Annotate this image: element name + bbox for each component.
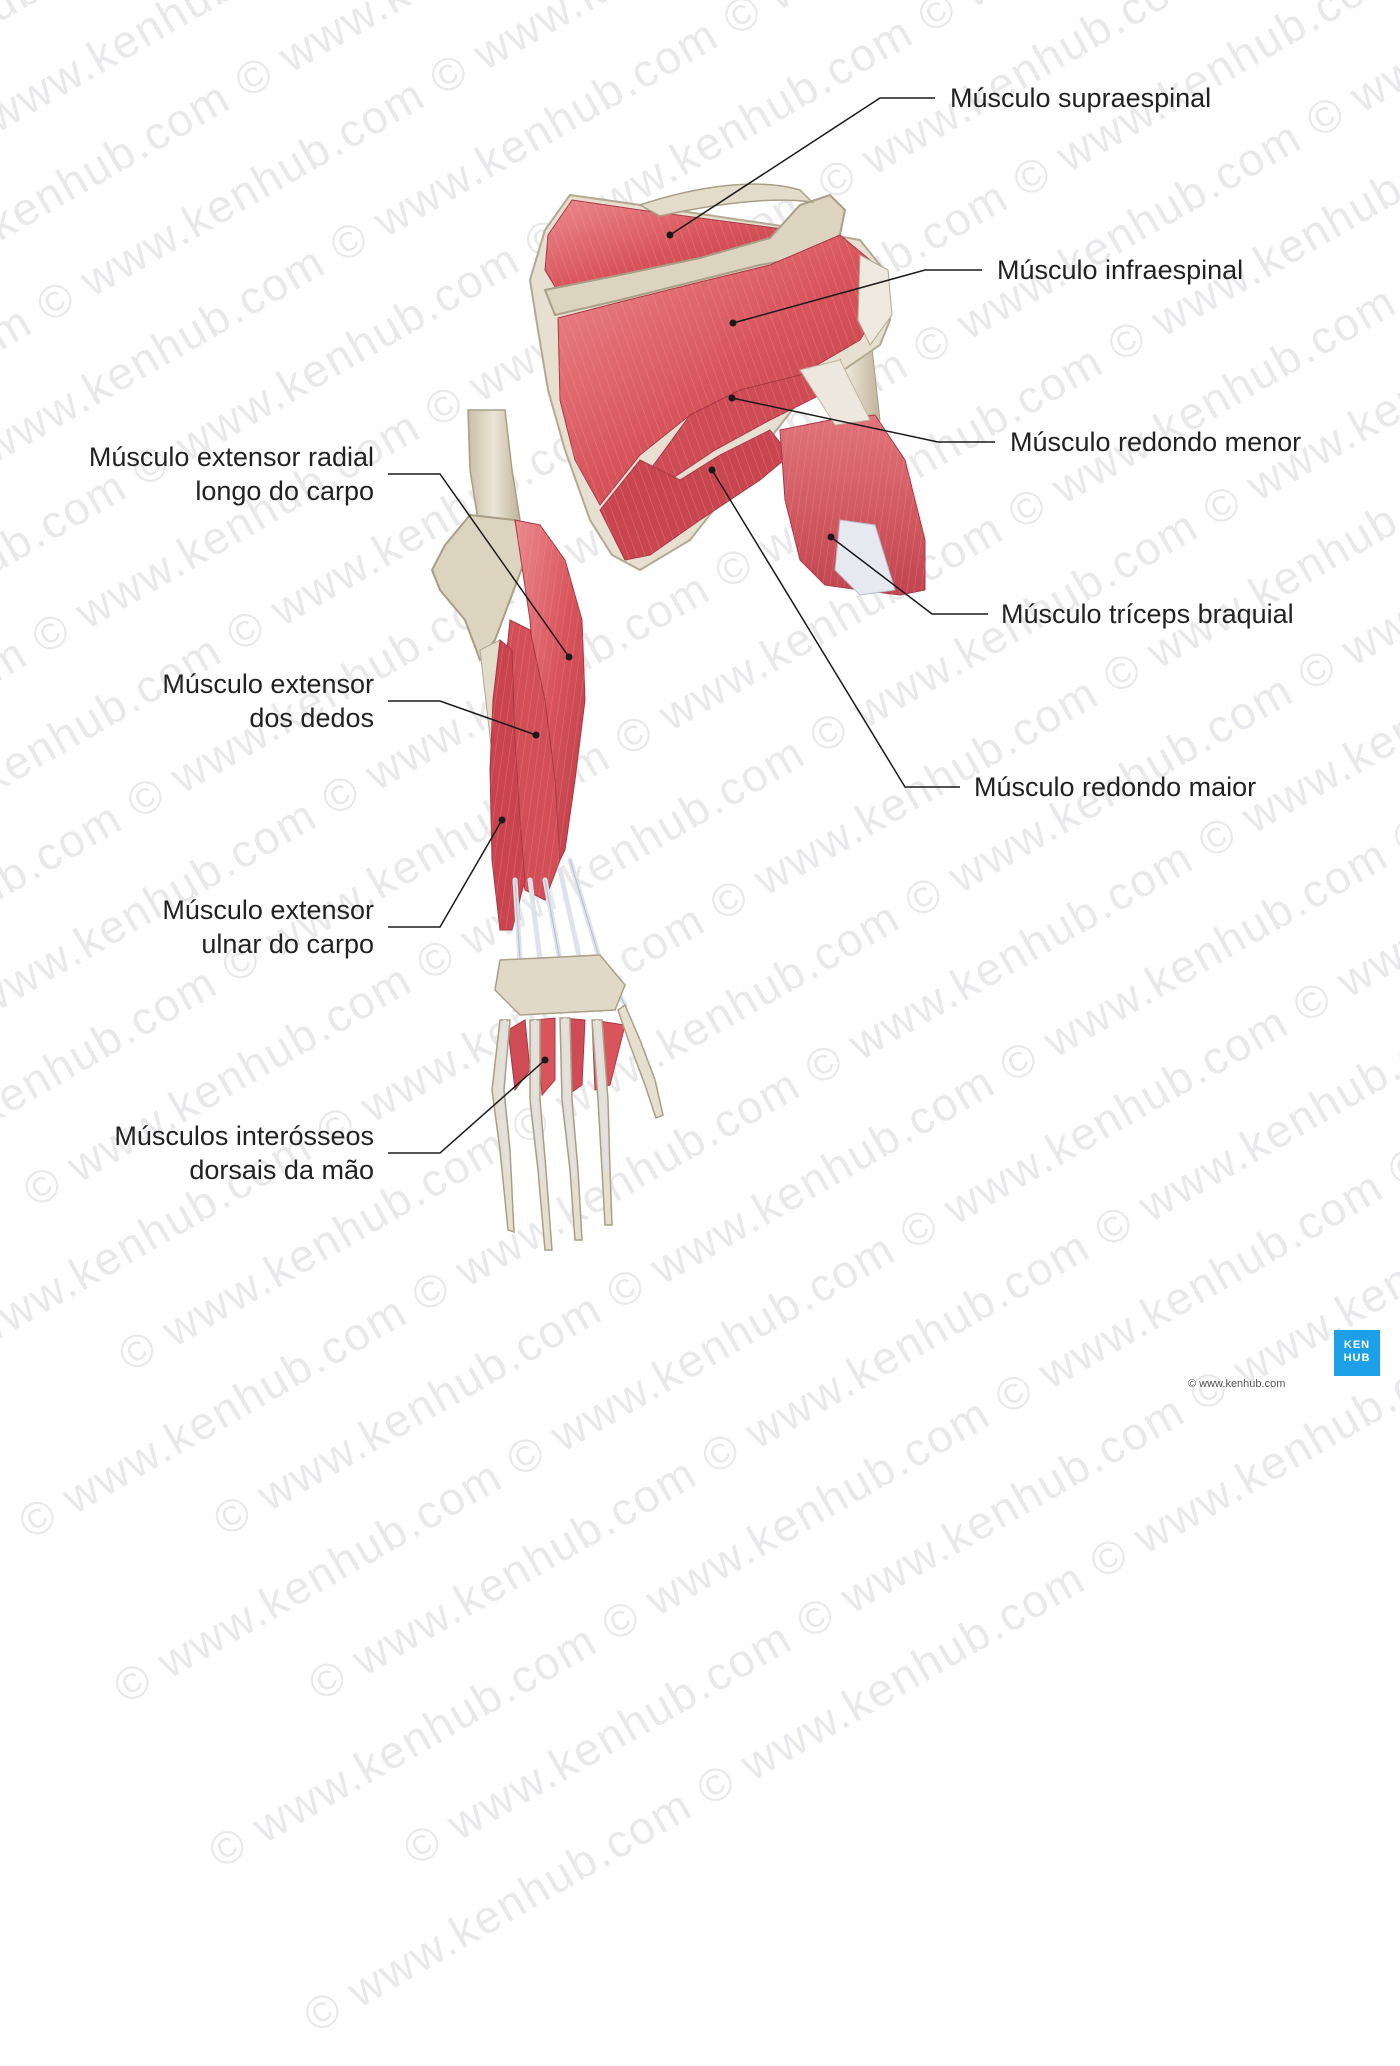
scapula-illustration	[528, 183, 926, 596]
leader-interosseos	[388, 1059, 546, 1154]
label-extensor-dedos-line1: Músculo extensor	[162, 669, 374, 699]
carpal-bones	[494, 954, 626, 1016]
label-extensor-dedos-line2: dos dedos	[249, 703, 374, 733]
label-redondo-menor: Músculo redondo menor	[1010, 427, 1302, 457]
label-interosseos-line1: Músculos interósseos	[114, 1121, 374, 1151]
leader-ext-ulnar	[388, 819, 503, 928]
label-redondo-maior: Músculo redondo maior	[974, 772, 1257, 802]
leader-supraespinal	[669, 97, 935, 236]
label-extensor-radial-line1: Músculo extensor radial	[88, 442, 374, 472]
label-extensor-ulnar: Músculo extensor ulnar do carpo	[162, 893, 374, 961]
illustration	[388, 97, 995, 1251]
logo-line1: KEN	[1343, 1339, 1371, 1351]
leader-ext-radial	[388, 473, 570, 658]
leader-infraespinal	[732, 269, 982, 324]
leader-redondo-maior	[711, 469, 960, 788]
label-extensor-radial-line2: longo do carpo	[195, 476, 374, 506]
leader-lines	[388, 97, 995, 1154]
scapular-spine	[543, 193, 847, 317]
humerus-shaft	[467, 409, 521, 531]
forearm-illustration	[430, 409, 664, 1251]
leader-redondo-menor	[731, 397, 995, 443]
label-extensor-ulnar-line2: ulnar do carpo	[201, 929, 374, 959]
clavicle	[638, 183, 815, 217]
leader-dots	[498, 231, 835, 1064]
label-extensor-ulnar-line1: Músculo extensor	[162, 895, 374, 925]
label-extensor-dedos: Músculo extensor dos dedos	[162, 667, 374, 735]
kenhub-logo[interactable]: KEN HUB	[1334, 1330, 1380, 1376]
credit-text: © www.kenhub.com	[1188, 1378, 1286, 1390]
logo-line2: HUB	[1343, 1352, 1371, 1364]
leader-triceps	[830, 536, 988, 615]
leader-ext-dedos	[388, 700, 537, 736]
label-interosseos-line2: dorsais da mão	[189, 1155, 374, 1185]
finger-tendons	[498, 1017, 608, 1181]
label-extensor-radial: Músculo extensor radial longo do carpo	[89, 440, 374, 508]
label-triceps: Músculo tríceps braquial	[1001, 599, 1294, 629]
label-supraespinal: Músculo supraespinal	[950, 83, 1212, 113]
label-interosseos: Músculos interósseos dorsais da mão	[114, 1119, 374, 1187]
label-infraespinal: Músculo infraespinal	[997, 255, 1244, 285]
